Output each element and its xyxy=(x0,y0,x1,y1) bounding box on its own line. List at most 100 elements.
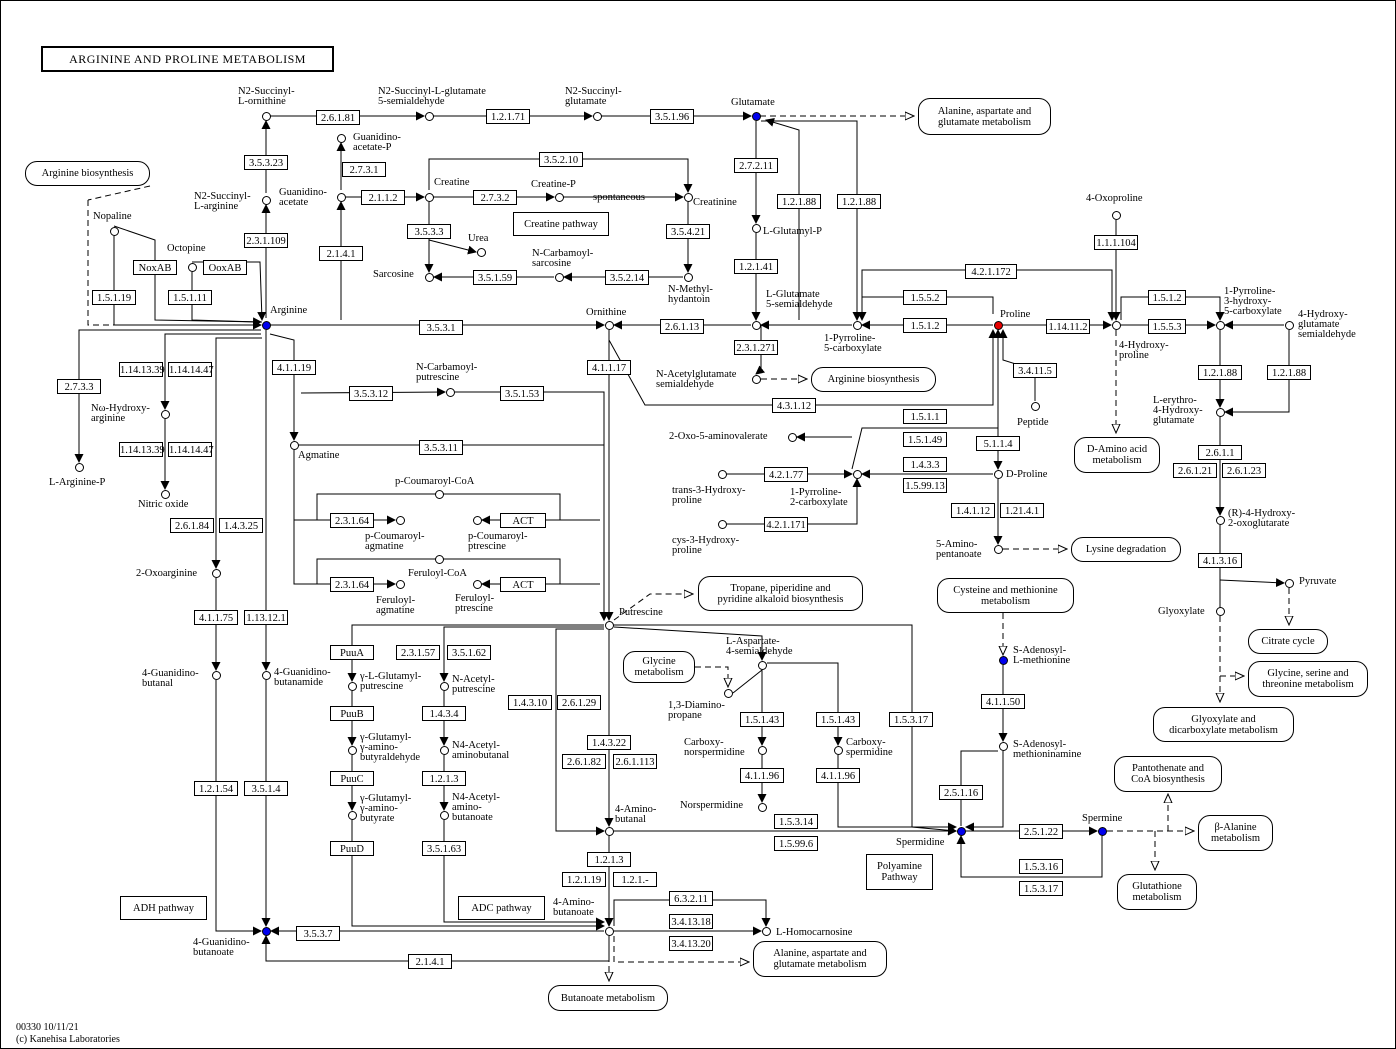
enzyme-box[interactable]: 2.6.1.82 xyxy=(562,754,606,769)
enzyme-box[interactable]: 1.2.1.19 xyxy=(562,872,606,887)
enzyme-box[interactable]: 4.1.1.17 xyxy=(587,360,631,375)
enzyme-box[interactable]: 1.14.13.39 xyxy=(119,362,165,377)
enzyme-box[interactable]: 4.1.1.96 xyxy=(816,768,860,783)
pathway-link[interactable]: Alanine, aspartate and glutamate metabol… xyxy=(918,98,1051,135)
enzyme-box[interactable]: 1.4.3.10 xyxy=(508,695,552,710)
pathway-link[interactable]: Glyoxylate and dicarboxylate metabolism xyxy=(1153,707,1294,742)
pathway-link[interactable]: Arginine biosynthesis xyxy=(811,367,936,392)
compound-node[interactable] xyxy=(212,671,221,680)
compound-node[interactable] xyxy=(718,520,727,529)
enzyme-box[interactable]: 2.5.1.16 xyxy=(939,785,983,800)
compound-node[interactable] xyxy=(161,490,170,499)
compound-node[interactable] xyxy=(161,410,170,419)
enzyme-box[interactable]: 3.5.3.1 xyxy=(419,320,463,335)
enzyme-box[interactable]: 2.7.3.2 xyxy=(473,190,517,205)
enzyme-box[interactable]: 3.5.1.96 xyxy=(650,109,694,124)
enzyme-box[interactable]: 4.2.1.172 xyxy=(965,264,1017,279)
compound-node[interactable] xyxy=(718,470,727,479)
compound-node[interactable] xyxy=(1285,321,1294,330)
pathway-link[interactable]: β-Alanine metabolism xyxy=(1198,815,1273,851)
compound-node[interactable] xyxy=(853,470,862,479)
enzyme-box[interactable]: 3.5.1.53 xyxy=(500,386,544,401)
enzyme-box[interactable]: 1.5.3.17 xyxy=(889,712,933,727)
pathway-link[interactable]: Glycine metabolism xyxy=(623,651,695,683)
enzyme-box[interactable]: ACT xyxy=(500,577,546,592)
compound-node[interactable] xyxy=(337,134,346,143)
compound-node[interactable] xyxy=(684,193,693,202)
enzyme-box[interactable]: 3.5.4.21 xyxy=(666,224,710,239)
enzyme-box[interactable]: 2.7.2.11 xyxy=(734,158,778,173)
compound-node[interactable] xyxy=(477,248,486,257)
enzyme-box[interactable]: 4.1.1.50 xyxy=(981,694,1025,709)
compound-node[interactable] xyxy=(1216,321,1225,330)
pathway-link[interactable]: Glutathione metabolism xyxy=(1117,874,1197,910)
enzyme-box[interactable]: 1.5.1.2 xyxy=(903,318,947,333)
pathway-link[interactable]: Tropane, piperidine and pyridine alkaloi… xyxy=(698,576,863,611)
enzyme-box[interactable]: 3.5.3.23 xyxy=(244,155,288,170)
enzyme-box[interactable]: 2.6.1.113 xyxy=(613,754,657,769)
compound-node[interactable] xyxy=(684,273,693,282)
compound-node[interactable] xyxy=(605,927,614,936)
enzyme-box[interactable]: 1.21.4.1 xyxy=(1000,503,1044,518)
compound-node[interactable] xyxy=(212,569,221,578)
pathway-link[interactable]: Glycine, serine and threonine metabolism xyxy=(1248,661,1368,697)
compound-node[interactable] xyxy=(440,746,449,755)
enzyme-box[interactable]: 1.14.14.47 xyxy=(168,442,214,457)
compound-node[interactable] xyxy=(605,321,614,330)
pathway-link[interactable]: Pantothenate and CoA biosynthesis xyxy=(1114,756,1222,792)
enzyme-box[interactable]: 1.2.1.- xyxy=(613,872,657,887)
enzyme-box[interactable]: 5.1.1.4 xyxy=(976,436,1020,451)
enzyme-box[interactable]: 2.3.1.109 xyxy=(244,233,288,248)
enzyme-box[interactable]: 2.6.1.81 xyxy=(316,110,360,125)
enzyme-box[interactable]: 2.6.1.21 xyxy=(1173,463,1217,478)
enzyme-box[interactable]: 3.5.1.4 xyxy=(244,781,288,796)
compound-node[interactable] xyxy=(762,927,771,936)
enzyme-box[interactable]: 6.3.2.11 xyxy=(669,891,713,906)
compound-node[interactable] xyxy=(1112,211,1121,220)
pathway-link[interactable]: Arginine biosynthesis xyxy=(25,161,150,186)
compound-node[interactable] xyxy=(758,661,767,670)
compound-node[interactable] xyxy=(1031,402,1040,411)
enzyme-box[interactable]: 3.4.13.20 xyxy=(669,936,713,951)
compound-node[interactable] xyxy=(752,321,761,330)
compound-node[interactable] xyxy=(994,321,1003,330)
enzyme-box[interactable]: 2.3.1.64 xyxy=(330,577,374,592)
compound-node[interactable] xyxy=(348,811,357,820)
enzyme-box[interactable]: 2.5.1.22 xyxy=(1019,824,1063,839)
enzyme-box[interactable]: 1.4.3.25 xyxy=(219,518,263,533)
compound-node[interactable] xyxy=(994,545,1003,554)
enzyme-box[interactable]: 1.1.1.104 xyxy=(1094,235,1138,250)
pathway-box[interactable]: Creatine pathway xyxy=(513,212,609,236)
enzyme-box[interactable]: 1.5.1.43 xyxy=(740,712,784,727)
compound-node[interactable] xyxy=(758,803,767,812)
compound-node[interactable] xyxy=(555,273,564,282)
enzyme-box[interactable]: 1.4.3.22 xyxy=(587,735,631,750)
enzyme-box[interactable]: 3.5.1.63 xyxy=(422,841,466,856)
compound-node[interactable] xyxy=(788,433,797,442)
compound-node[interactable] xyxy=(348,682,357,691)
enzyme-box[interactable]: 1.5.1.1 xyxy=(903,409,947,424)
enzyme-box[interactable]: 1.2.1.88 xyxy=(1267,365,1311,380)
compound-node[interactable] xyxy=(1285,579,1294,588)
pathway-box[interactable]: ADC pathway xyxy=(458,896,545,920)
compound-node[interactable] xyxy=(853,321,862,330)
enzyme-box[interactable]: 1.5.99.13 xyxy=(903,478,947,493)
enzyme-box[interactable]: PuuC xyxy=(330,771,374,786)
enzyme-box[interactable]: 3.5.1.59 xyxy=(473,270,517,285)
enzyme-box[interactable]: 4.1.1.19 xyxy=(272,360,316,375)
compound-node[interactable] xyxy=(188,263,197,272)
enzyme-box[interactable]: 3.5.3.11 xyxy=(419,440,463,455)
pathway-link[interactable]: Citrate cycle xyxy=(1248,629,1328,654)
compound-node[interactable] xyxy=(435,555,444,564)
enzyme-box[interactable]: 4.2.1.77 xyxy=(764,467,808,482)
pathway-box[interactable]: Polyamine Pathway xyxy=(866,854,933,890)
pathway-link[interactable]: Butanoate metabolism xyxy=(548,985,668,1011)
compound-node[interactable] xyxy=(473,516,482,525)
compound-node[interactable] xyxy=(396,580,405,589)
compound-node[interactable] xyxy=(262,321,271,330)
enzyme-box[interactable]: 1.5.3.17 xyxy=(1019,881,1063,896)
enzyme-box[interactable]: 2.6.1.23 xyxy=(1222,463,1266,478)
enzyme-box[interactable]: 4.2.1.171 xyxy=(764,517,808,532)
compound-node[interactable] xyxy=(446,388,455,397)
enzyme-box[interactable]: PuuD xyxy=(330,841,374,856)
